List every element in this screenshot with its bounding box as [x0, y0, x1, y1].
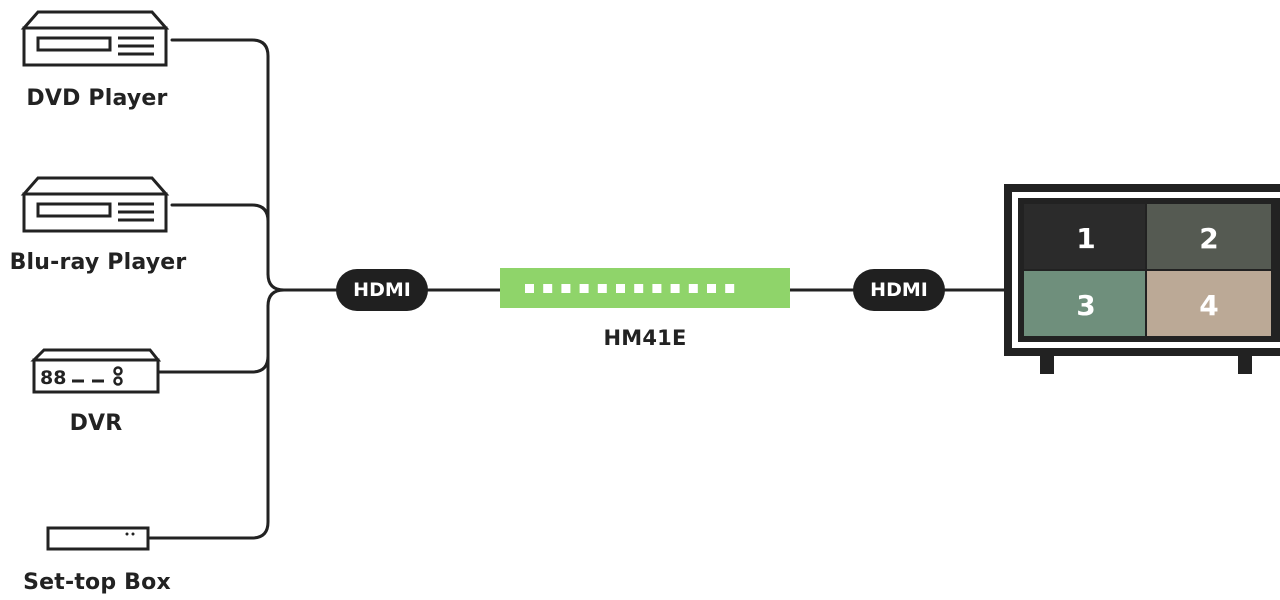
switcher-led [579, 284, 589, 293]
quadrant-1-label: 1 [1076, 222, 1095, 255]
device-label-dvd-player: DVD Player [26, 86, 168, 111]
switcher-led [707, 284, 716, 293]
device-label-set-top-box: Set-top Box [23, 570, 171, 595]
dvd-cable [170, 38, 338, 292]
screen-quadrant-2 [1147, 204, 1271, 269]
bluray-cable [170, 203, 270, 276]
bluray-player-icon [20, 176, 170, 233]
switcher-led [725, 284, 735, 293]
hm41e-switcher [500, 268, 790, 308]
switcher-led [688, 284, 698, 293]
switcher-led [616, 284, 625, 293]
settop-cable [148, 304, 270, 540]
switcher-led [543, 284, 553, 293]
screen-quadrant-4 [1147, 271, 1271, 336]
quadrant-3-label: 3 [1076, 289, 1095, 322]
connection-lines [148, 38, 1008, 540]
quadrant-4-label: 4 [1199, 289, 1218, 322]
switcher-led-row [525, 284, 735, 293]
switcher-led [634, 284, 644, 293]
svg-text:88: 88 [40, 367, 66, 389]
hdmi-input-badge: HDMI [336, 269, 428, 311]
quadrant-2-label: 2 [1199, 222, 1218, 255]
switcher-led [525, 284, 534, 293]
screen-quadrant-3 [1024, 271, 1145, 336]
switcher-model-label: HM41E [603, 326, 687, 350]
device-label-dvr: DVR [69, 411, 123, 436]
switcher-led [652, 284, 662, 293]
switcher-led [597, 284, 607, 293]
dvd-player-icon [20, 10, 170, 67]
switcher-led [670, 284, 680, 293]
switcher-led [561, 284, 571, 293]
dvr-cable [156, 288, 286, 374]
tv-display-icon: 1 2 3 4 [1004, 184, 1280, 374]
dvr-icon: 88 [30, 348, 162, 394]
hdmi-output-badge: HDMI [853, 269, 945, 311]
device-label-bluray-player: Blu-ray Player [9, 250, 187, 275]
screen-quadrant-1 [1024, 204, 1145, 269]
set-top-box-icon [46, 526, 150, 551]
